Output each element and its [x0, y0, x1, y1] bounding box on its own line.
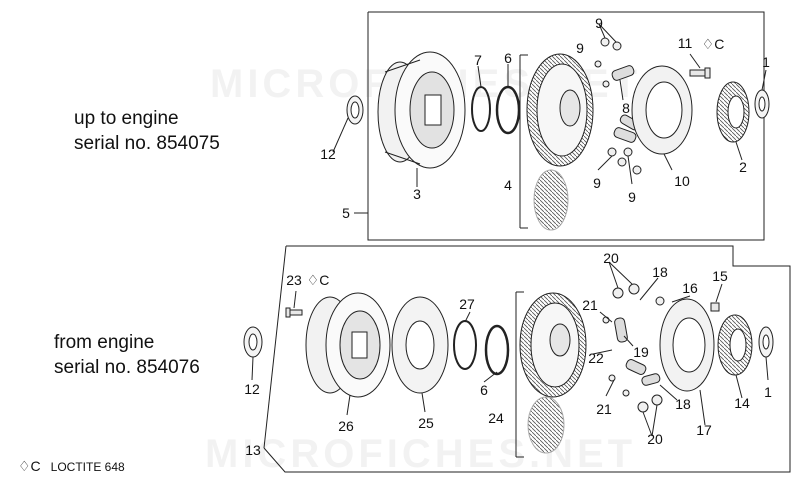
callout-upper-5: 5 [342, 205, 350, 221]
callout-upper-7: 7 [474, 52, 482, 68]
loctite-mark-lower: ♢C [306, 272, 330, 288]
lower-pressure-plate-17 [659, 298, 715, 392]
callout-upper-9a: 9 [595, 15, 603, 31]
upper-bolt-11 [689, 67, 711, 79]
loctite-icon: ♢C [18, 458, 41, 474]
lower-caps-20 [602, 283, 665, 413]
lower-bolt-23 [285, 307, 303, 318]
upper-caps-9 [594, 37, 642, 175]
lower-gear-14 [717, 314, 753, 376]
callout-upper-4: 4 [504, 177, 512, 193]
callout-lower-20b: 20 [647, 431, 663, 447]
callout-lower-17: 17 [696, 422, 712, 438]
upper-washer-1 [754, 89, 770, 119]
callout-lower-15: 15 [712, 268, 728, 284]
upper-caption-line1: up to engine [74, 108, 179, 129]
legend-text: LOCTITE 648 [50, 459, 125, 474]
loctite-mark-upper: ♢C [701, 36, 725, 52]
lower-bolt-15 [710, 302, 720, 312]
callout-lower-19: 19 [633, 344, 649, 360]
callout-lower-22: 22 [588, 350, 604, 366]
callout-lower-25: 25 [418, 415, 434, 431]
callout-upper-6: 6 [504, 50, 512, 66]
lower-ring-6 [484, 324, 510, 376]
callout-lower-20a: 20 [603, 250, 619, 266]
callout-upper-9c: 9 [593, 175, 601, 191]
callout-lower-14: 14 [734, 395, 750, 411]
upper-pressure-plate-10 [631, 65, 693, 155]
callout-upper-3: 3 [413, 186, 421, 202]
callout-upper-2: 2 [739, 159, 747, 175]
callout-lower-26: 26 [338, 418, 354, 434]
callout-upper-1: 1 [762, 54, 770, 70]
callout-upper-12: 12 [320, 146, 336, 162]
lower-ring-27 [453, 320, 477, 370]
lower-washer-1 [758, 326, 774, 358]
lower-plate-25 [391, 296, 449, 394]
callout-lower-23: 23 [286, 272, 302, 288]
upper-ring-6 [495, 85, 521, 135]
callout-lower-21b: 21 [596, 401, 612, 417]
callout-lower-6: 6 [480, 382, 488, 398]
callout-upper-9d: 9 [628, 189, 636, 205]
callout-upper-11: 11 [677, 35, 693, 51]
upper-gear-4 [526, 53, 594, 231]
callout-upper-9b: 9 [576, 40, 584, 56]
lower-caption-line1: from engine [54, 332, 155, 353]
upper-seal-12 [346, 95, 364, 125]
callout-upper-10: 10 [674, 173, 690, 189]
callout-lower-13: 13 [245, 442, 261, 458]
lower-gear-24 [519, 292, 587, 454]
upper-assembly-frame [354, 11, 765, 241]
callout-lower-18a: 18 [652, 264, 668, 280]
lower-seal-12 [243, 326, 263, 358]
callout-upper-8: 8 [622, 100, 630, 116]
upper-clutch-housing-3 [377, 51, 466, 169]
callout-lower-16: 16 [682, 280, 698, 296]
upper-caption-line2: serial no. 854075 [74, 133, 220, 154]
callout-lower-21a: 21 [582, 297, 598, 313]
lower-leader-lines [251, 261, 769, 437]
callout-lower-12: 12 [244, 381, 260, 397]
callout-lower-24: 24 [488, 410, 504, 426]
callout-lower-27: 27 [459, 296, 475, 312]
legend: ♢C LOCTITE 648 [18, 458, 125, 475]
upper-ring-7 [471, 86, 491, 132]
callout-lower-18b: 18 [675, 396, 691, 412]
lower-assembly-frame [263, 245, 791, 473]
upper-leader-lines [332, 23, 767, 187]
lower-clutch-housing-26 [305, 292, 391, 398]
upper-gear-2 [716, 81, 750, 143]
lower-caption-line2: serial no. 854076 [54, 357, 200, 378]
callout-lower-1: 1 [764, 384, 772, 400]
